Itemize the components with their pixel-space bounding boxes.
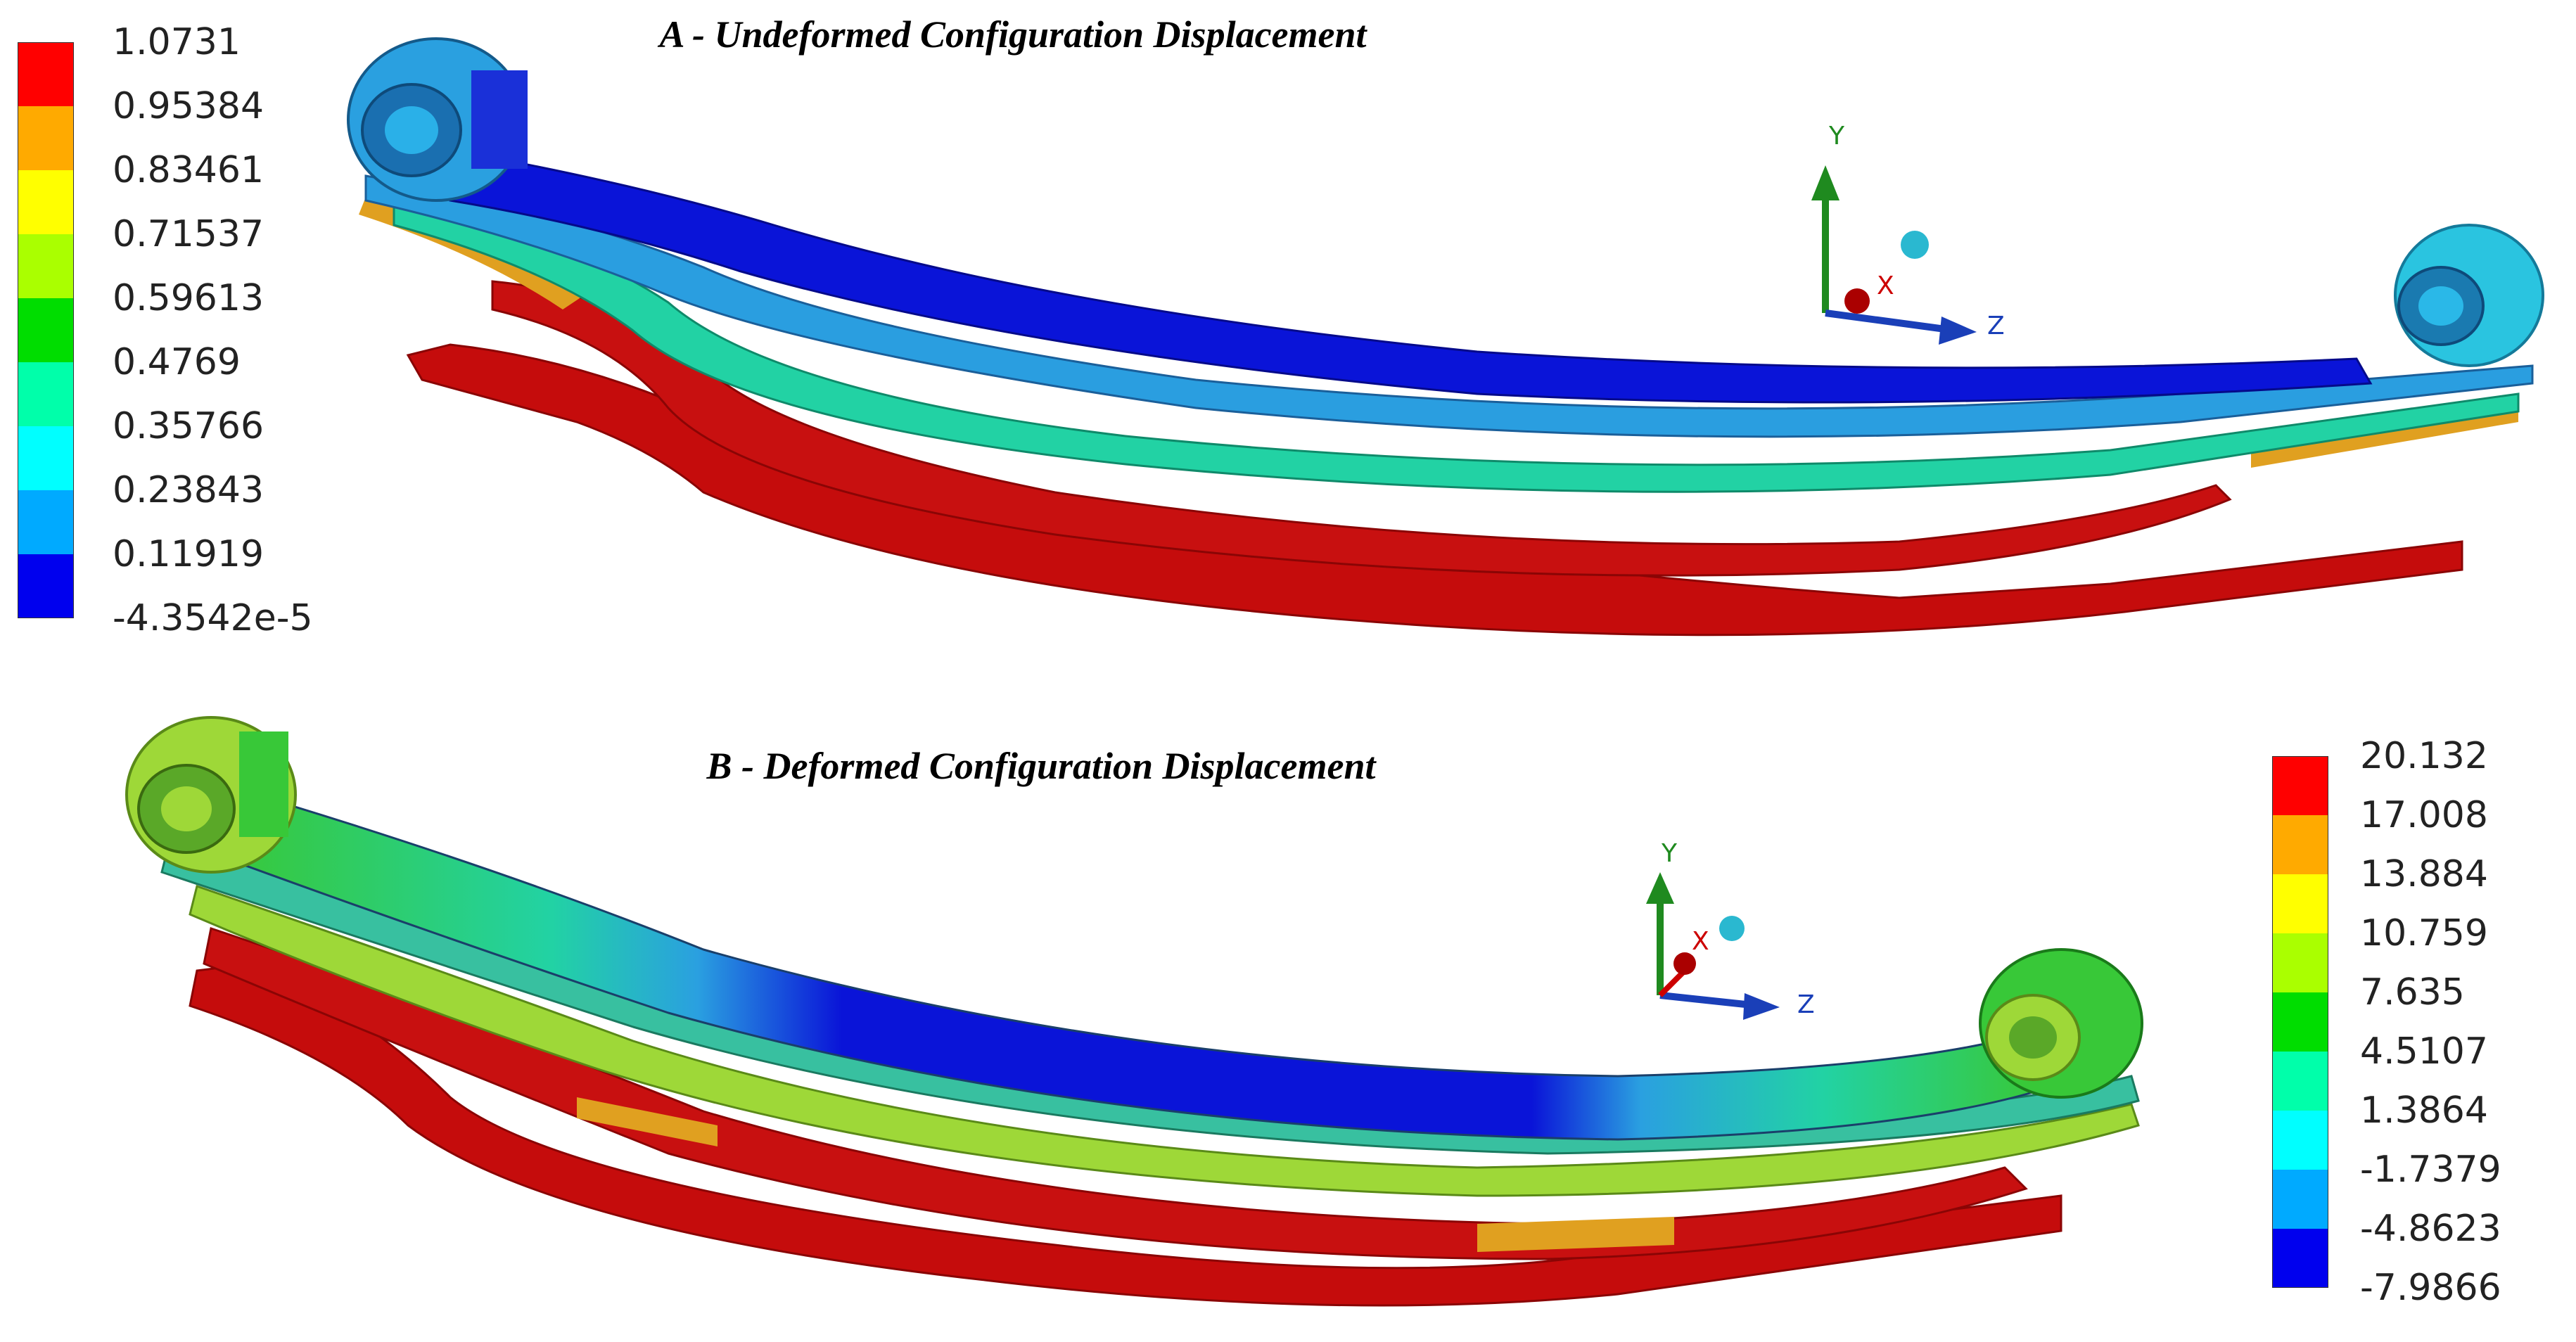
axis-z-label-bottom: Z [1797,990,1815,1019]
spring-eye-right [2394,224,2544,367]
legend-value-label: 0.11919 [113,533,264,575]
legend-value-label: 0.71537 [113,213,264,255]
spring-eye-left-deformed [125,716,297,874]
legend-value-label: -1.7379 [2360,1149,2501,1191]
legend-swatch [2272,1111,2328,1170]
legend-swatch [2272,1052,2328,1111]
leaf-red-upper-deformed [203,927,2028,1260]
legend-swatch [2272,1170,2328,1229]
axis-triad-bottom: Y X Z [1646,839,1815,1020]
axis-x-label-top: X [1877,271,1894,300]
leaf-red-upper [491,280,2232,577]
legend-swatch [2272,1229,2328,1288]
legend-value-label: -7.9866 [2360,1267,2501,1309]
axis-z-label-top: Z [1987,312,2005,340]
leaf-lime-deformed [189,885,2140,1197]
panel-a-title: A - Undeformed Configuration Displacemen… [659,13,1367,56]
legend-value-label: 1.3864 [2360,1089,2488,1132]
leaf-orange-segment-left [577,1097,718,1146]
leaf-orange-segment [1477,1217,1674,1252]
legend-value-label: 0.35766 [113,405,264,447]
spring-model-deformed [125,716,2143,1307]
spring-model-undeformed [347,37,2544,637]
legend-swatch [18,106,74,170]
legend-value-label: 20.132 [2360,735,2488,777]
legend-swatch [2272,815,2328,874]
legend-value-label: 1.0731 [113,21,241,63]
legend-value-label: 0.23843 [113,469,264,511]
legend-swatch [18,554,74,618]
panel-b-title: B - Deformed Configuration Displacement [706,745,1376,787]
legend-swatch [18,42,74,106]
legend-swatch [18,298,74,362]
leaf-light-blue [364,174,2534,438]
legend-value-label: 13.884 [2360,853,2488,895]
legend-value-label: 10.759 [2360,912,2488,954]
legend-value-label: 7.635 [2360,971,2465,1014]
leaf-teal [393,203,2520,493]
legend-swatch [2272,874,2328,933]
leaf-red-bottom-deformed [189,962,2062,1307]
legend-value-label: 0.95384 [113,85,264,127]
axis-y-label-bottom: Y [1661,839,1678,868]
legend-swatch [2272,756,2328,815]
legend-swatch [18,170,74,234]
spring-eye-right-deformed [1979,948,2143,1099]
axis-y-label-top: Y [1828,122,1845,151]
legend-swatch [18,490,74,554]
legend-swatch [2272,933,2328,992]
axis-x-label-bottom: X [1692,927,1709,956]
legend-swatch [18,426,74,490]
legend-value-label: -4.8623 [2360,1208,2501,1250]
legend-value-label: 0.4769 [113,341,241,383]
legend-value-label: 0.83461 [113,149,264,191]
legend-value-label: 17.008 [2360,794,2488,836]
leaf-top-blue [449,150,2373,404]
legend-value-label: -4.3542e-5 [113,597,313,639]
spring-eye-left [347,37,528,202]
legend-value-label: 4.5107 [2360,1030,2488,1073]
legend-value-label: 0.59613 [113,277,264,319]
legend-swatch [18,362,74,426]
axis-triad-top: Y X Z [1811,122,2005,345]
legend-swatch [2272,992,2328,1052]
legend-swatch [18,234,74,298]
